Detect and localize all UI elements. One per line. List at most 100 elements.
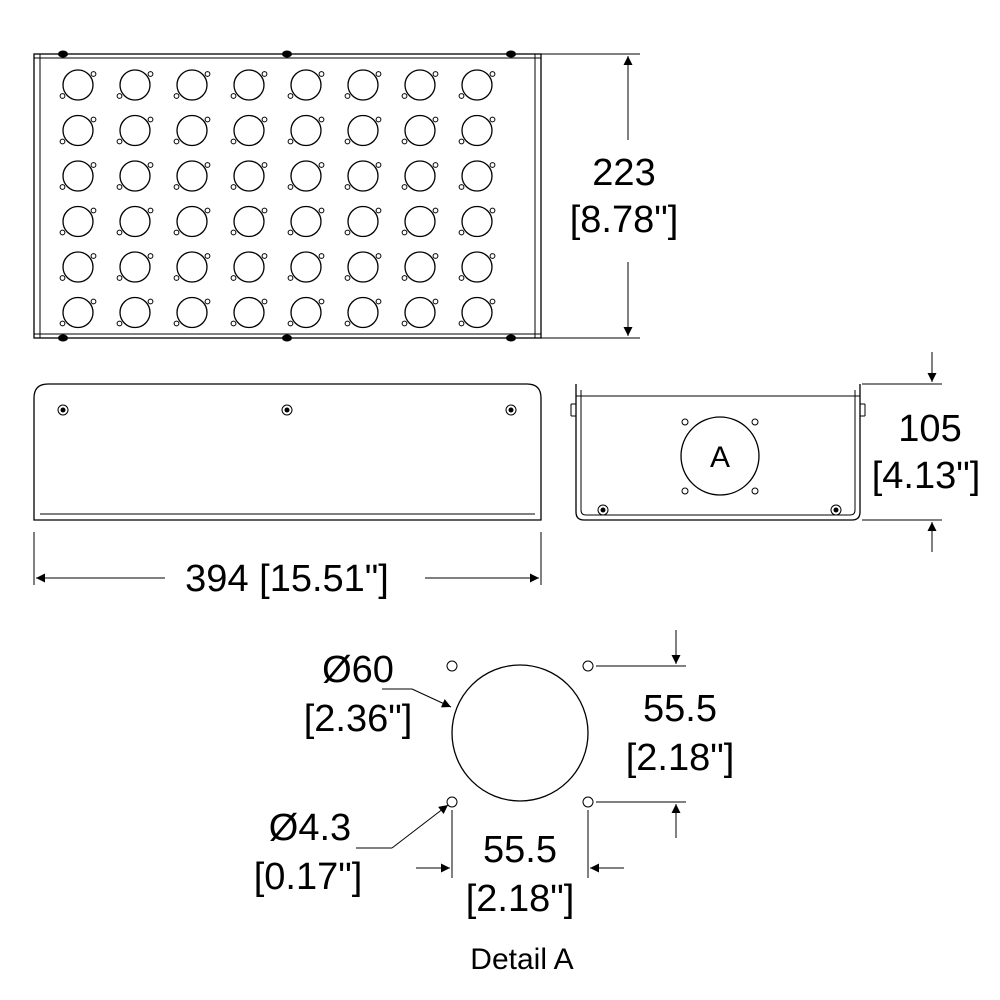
connector-screw-hole [230,275,237,281]
connector-cutout [287,160,325,192]
connector-screw-hole [401,184,408,190]
connector-screw-hole [261,253,268,259]
connector-cutout [116,296,154,329]
connector-screw-hole [318,162,325,168]
connector-cutout [230,251,268,283]
connector-screw-hole [173,184,180,190]
connector-screw-hole [375,298,382,305]
connector-cutout [401,205,439,238]
connector-screw-hole [147,116,154,123]
connector-cutout [230,114,268,147]
front-view-outline [33,383,542,521]
connector-screw-hole [173,320,180,327]
connector-screw-hole [344,275,351,281]
connector-screw-hole [318,253,325,259]
connector-cutout [116,251,154,283]
mounting-tab [58,334,68,342]
hole-diameter-value: Ø60 [322,649,394,691]
connector-screw-hole [116,93,123,99]
vertical-spacing-value: 55.5 [643,688,717,730]
side-screw-hole [681,487,689,495]
side-screw-hole [751,487,759,495]
connector-screw-hole [344,138,351,145]
detail-connector-hole [451,664,589,802]
mounting-tab [282,334,292,342]
mounting-tabs [58,50,516,342]
connector-screw-hole [59,320,66,327]
connector-cutout [344,69,382,101]
connector-screw-hole [318,298,325,305]
connector-cutout [59,251,97,283]
top-view-outline [33,53,542,339]
connector-screw-hole [287,138,294,145]
connector-screw-hole [432,253,439,259]
connector-screw-hole [401,138,408,145]
connector-screw-hole [204,253,211,259]
detail-a: Ø60 [2.36"] Ø4.3 [0.17"] 55.5 [2.18"] 55… [254,630,735,976]
connector-screw-hole [230,184,237,190]
side-connector-hole [680,416,760,496]
connector-screw-hole [375,207,382,214]
connector-screw-hole [458,275,465,281]
connector-cutout [401,296,439,329]
connector-cutout [173,251,211,283]
connector-screw-hole [432,116,439,123]
connector-screw-hole [90,116,97,123]
connector-screw-hole [261,116,268,123]
connector-cutout [59,205,97,238]
connector-screw-hole [90,71,97,77]
connector-cutout [287,251,325,283]
screw-head [57,404,69,416]
connector-screw-hole [147,298,154,305]
horizontal-spacing-imperial: [2.18"] [466,878,575,920]
connector-screw-hole [344,229,351,236]
mounting-tab [506,50,516,58]
connector-screw-hole [318,71,325,77]
connector-screw-hole [432,71,439,77]
connector-screw-hole [344,184,351,190]
connector-screw-hole [432,207,439,214]
connector-screw-hole [59,184,66,190]
connector-cutout [458,69,496,101]
connector-screw-hole [458,320,465,327]
screw-head [505,404,517,416]
connector-cutout [59,69,97,101]
connector-cutout [344,251,382,283]
connector-screw-hole [287,184,294,190]
connector-screw-hole [90,253,97,259]
connector-screw-hole [230,320,237,327]
connector-screw-hole [204,298,211,305]
connector-grid [59,69,496,329]
horizontal-spacing-value: 55.5 [483,829,557,871]
connector-cutout [173,160,211,192]
connector-screw-hole [173,138,180,145]
mounting-tab [58,50,68,58]
connector-screw-hole [375,253,382,259]
detail-screw-hole [582,660,594,672]
connector-cutout [116,69,154,101]
connector-screw-hole [116,229,123,236]
height-dim-value: 223 [592,152,655,194]
connector-cutout [230,296,268,329]
connector-cutout [287,69,325,101]
connector-screw-hole [204,162,211,168]
connector-screw-hole [261,207,268,214]
connector-screw-hole [458,229,465,236]
detail-marker: A [710,441,730,474]
connector-cutout [59,296,97,329]
connector-screw-hole [261,162,268,168]
connector-cutout [59,160,97,192]
connector-cutout [287,205,325,238]
detail-screw-hole [446,660,458,672]
connector-screw-hole [261,298,268,305]
connector-cutout [173,296,211,329]
screw-diameter-imperial: [0.17"] [254,856,363,898]
connector-cutout [344,205,382,238]
width-dim-label: 394 [15.51"] [185,558,389,600]
connector-screw-hole [147,207,154,214]
connector-screw-hole [147,253,154,259]
vertical-spacing-imperial: [2.18"] [626,737,735,779]
connector-screw-hole [59,229,66,236]
side-screw-hole [681,418,689,426]
